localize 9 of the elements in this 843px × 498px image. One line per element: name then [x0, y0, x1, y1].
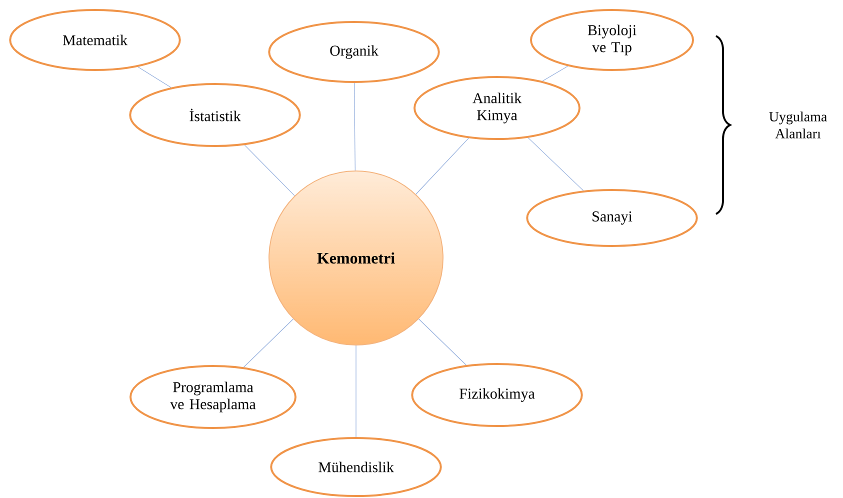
connector-line: [416, 138, 469, 195]
connector-line: [243, 318, 294, 368]
connector-line: [418, 318, 467, 366]
connector-line: [244, 144, 295, 196]
group-label: Uygulama Alanları: [769, 112, 827, 138]
connector-line: [354, 82, 356, 171]
connector-line: [138, 66, 172, 88]
connector-line: [528, 137, 584, 191]
connector-line: [542, 66, 568, 82]
